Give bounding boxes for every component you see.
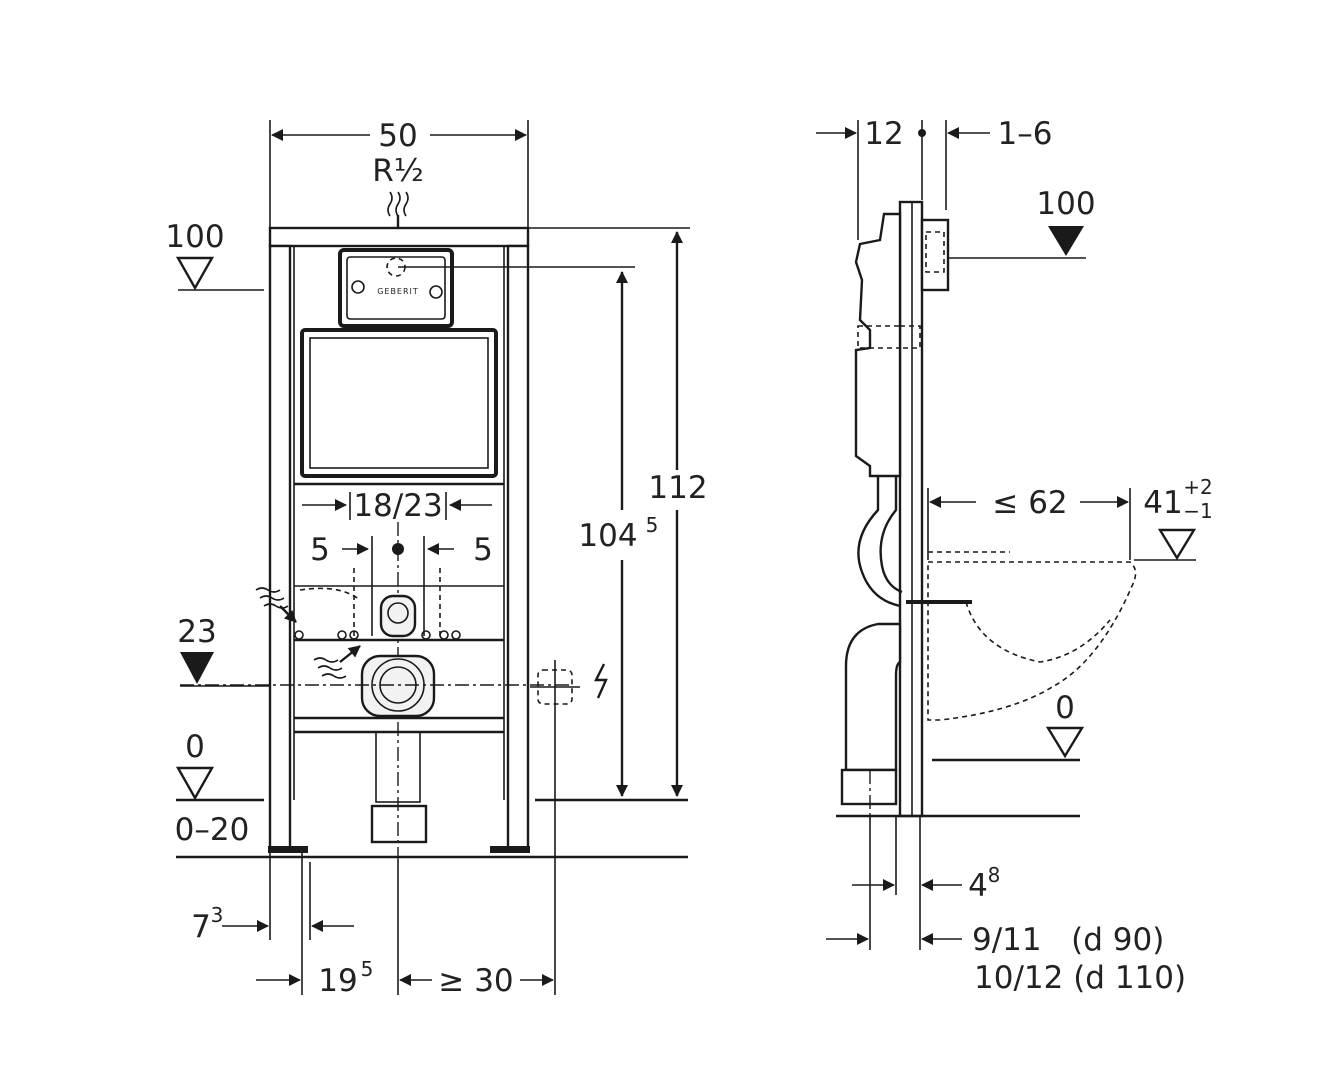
offset-left-label: 5 (310, 532, 330, 568)
brand-logo: GEBERIT (377, 287, 419, 296)
frame-right-upright (506, 244, 530, 853)
side-drain-elbow (844, 622, 902, 772)
left-foot (268, 846, 308, 853)
foot-offset-sup: 3 (211, 903, 224, 927)
wall-offset-sup: 8 (988, 863, 1001, 887)
level-100-label: 100 (165, 219, 224, 255)
height-button-sup: 5 (646, 513, 659, 537)
drain-pipe-end (370, 804, 428, 844)
frame-top-beam (268, 226, 530, 248)
frame-left-upright (268, 244, 292, 853)
level-0-marker (175, 766, 215, 801)
wall-offset-label: 4 (968, 868, 988, 904)
bowl-height-sub: −1 (1183, 499, 1212, 523)
depth-label: 12 (864, 116, 903, 152)
water-wave-icon (387, 191, 409, 217)
flush-pipe-connector (379, 594, 417, 638)
pipe-offset-110-label: 10/12 (d 110) (974, 960, 1186, 996)
side-cistern (854, 212, 902, 478)
side-frame-column (898, 200, 924, 818)
height-total-label: 112 (648, 470, 707, 506)
height-button-label: 104 (578, 518, 637, 554)
right-foot (490, 846, 530, 853)
drain-offset-label: 19 (318, 963, 357, 999)
connection-holes (294, 630, 461, 640)
level-23-marker (180, 652, 214, 684)
drain-outlet (360, 654, 436, 718)
offset-right-label: 5 (473, 532, 493, 568)
drain-pipe (375, 731, 421, 803)
side-level-0-label: 0 (1055, 690, 1075, 726)
water-inlet-label: R½ (372, 153, 424, 189)
side-level-100-label: 100 (1036, 186, 1095, 222)
drain-offset-sup: 5 (361, 957, 374, 981)
side-drain-outlet (840, 768, 898, 806)
foot-offset-label: 7 (191, 909, 211, 945)
electric-distance-label: ≥ 30 (438, 963, 513, 999)
side-level-100-marker (1048, 226, 1084, 256)
button-depth-label: 1–6 (998, 116, 1053, 152)
bowl-height-label: 41 (1143, 485, 1182, 521)
side-view: 12 1–6 100 ≤ 62 (816, 116, 1213, 996)
electric-icon (594, 663, 608, 699)
floor-range-label: 0–20 (175, 812, 250, 848)
water-drain-icon (313, 657, 347, 679)
flush-plate (338, 248, 454, 328)
flush-width-label: 18/23 (353, 488, 442, 524)
cistern (300, 328, 498, 478)
bowl-distance-label: ≤ 62 (992, 485, 1067, 521)
front-view: 50 R½ GEBERIT (165, 118, 707, 999)
side-level-0-marker (1045, 726, 1085, 759)
level-100-marker (175, 256, 215, 291)
bowl-height-marker (1157, 528, 1197, 561)
level-23-label: 23 (177, 614, 216, 650)
width-label: 50 (378, 118, 417, 154)
bowl-height-sup: +2 (1183, 475, 1212, 499)
side-flush-pipe (857, 476, 901, 608)
pipe-offset-90-label: 9/11 (d 90) (972, 922, 1164, 958)
water-supply-icon (255, 587, 289, 609)
toilet-bowl (927, 561, 1137, 721)
level-0-label: 0 (185, 729, 205, 765)
